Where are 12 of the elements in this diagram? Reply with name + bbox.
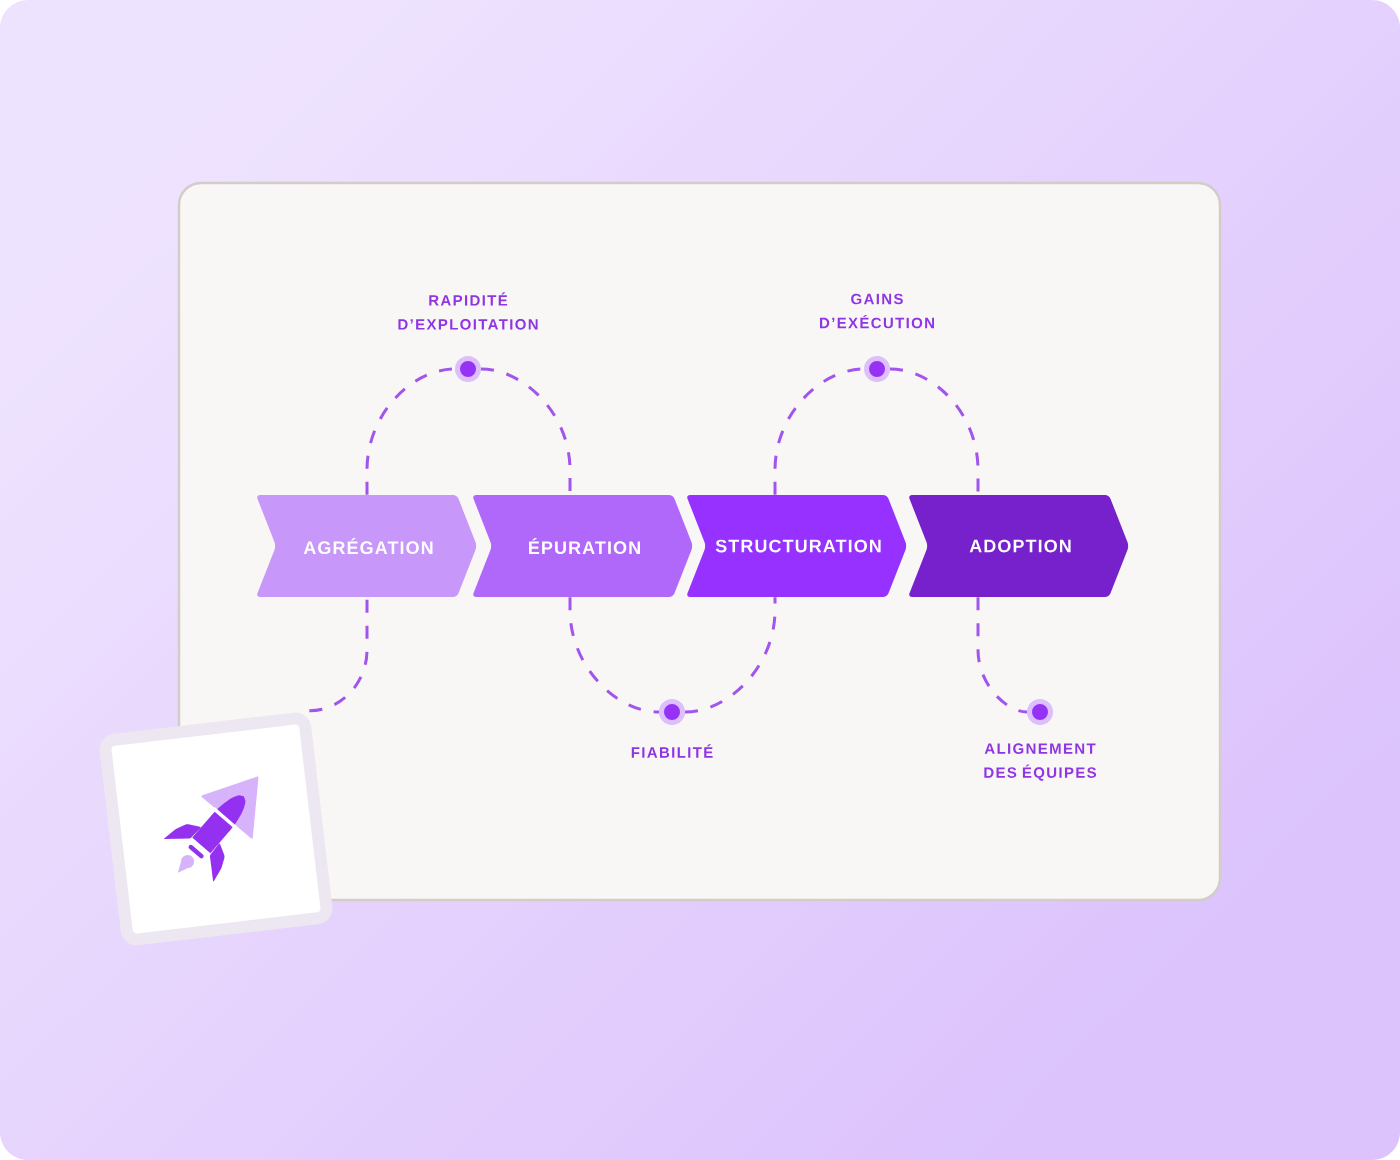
- chevron-step: ÉPURATION: [473, 495, 693, 597]
- dashed-connector: [568, 597, 660, 714]
- milestone-label: ALIGNEMENT DES ÉQUIPES: [984, 743, 1097, 781]
- milestone-label: FIABILITÉ: [631, 744, 713, 758]
- dashed-connector: [684, 597, 777, 714]
- dashed-connector: [309, 597, 369, 713]
- milestone-label: GAINS D’EXÉCUTION: [820, 293, 934, 329]
- chevron-step: AGRÉGATION: [257, 495, 477, 597]
- chevron-step: ADOPTION: [909, 495, 1129, 597]
- dashed-connector: [976, 597, 1028, 714]
- chevron-step: STRUCTURATION: [687, 495, 907, 597]
- milestone-label: RAPIDITÉ D’EXPLOITATION: [398, 292, 538, 330]
